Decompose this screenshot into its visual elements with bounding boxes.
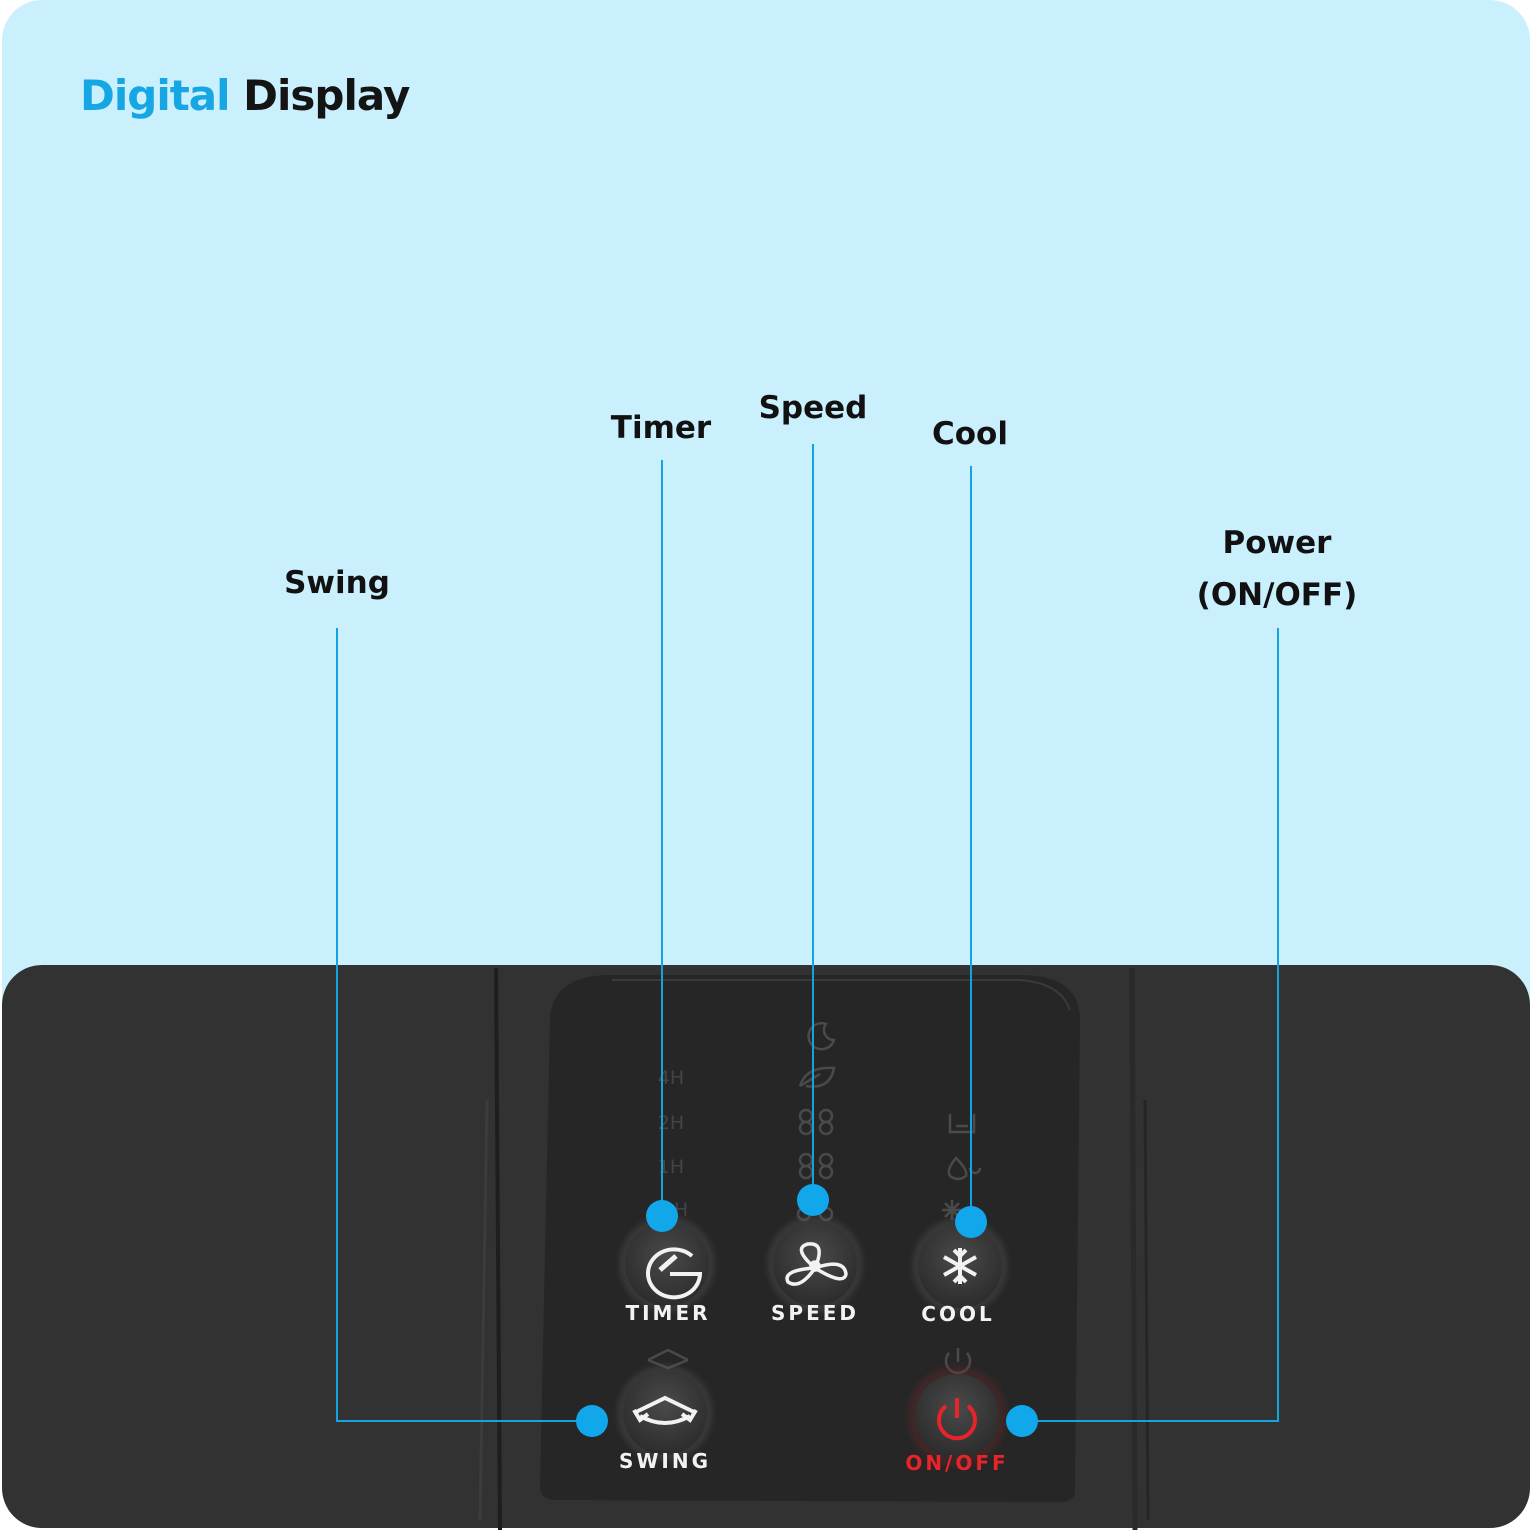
swing-pointer-dot (576, 1405, 608, 1437)
callout-swing: Swing (284, 565, 390, 601)
callout-power-onoff: (ON/OFF) (1196, 577, 1358, 613)
page-title: Digital Display (80, 70, 410, 122)
speed-button-label: SPEED (771, 1301, 859, 1325)
swing-leader-line (336, 628, 592, 1422)
cool-button[interactable] (912, 1218, 1008, 1314)
swing-arrows-icon (632, 1395, 698, 1425)
callout-cool: Cool (932, 416, 1008, 452)
timer-level-2h: 2H (658, 1112, 684, 1134)
swing-button[interactable] (617, 1365, 713, 1461)
timer-button[interactable] (619, 1216, 715, 1312)
title-accent-word: Digital (80, 71, 231, 120)
callout-power: Power (1222, 525, 1332, 561)
power-button[interactable] (907, 1366, 1007, 1466)
onoff-button-label: ON/OFF (905, 1451, 1008, 1475)
water-tank-icon (948, 1114, 976, 1134)
cool-indicator-snowflake-icon (942, 1200, 962, 1220)
cool-button-label: COOL (921, 1302, 994, 1326)
timer-gauge-icon (646, 1247, 703, 1300)
power-leader-line (1022, 628, 1279, 1422)
eco-leaf-icon (798, 1066, 836, 1088)
fan-icon (785, 1242, 848, 1286)
callout-timer: Timer (610, 410, 712, 446)
title-word: Display (243, 71, 410, 120)
snowflake-icon (943, 1248, 977, 1284)
cool-pointer-dot (955, 1206, 987, 1238)
timer-level-4h: 4H (658, 1067, 684, 1089)
timer-level-1h: 1H (658, 1156, 684, 1178)
speed-pointer-dot (797, 1184, 829, 1216)
timer-pointer-dot (646, 1200, 678, 1232)
power-pointer-dot (1006, 1405, 1038, 1437)
swing-button-label: SWING (619, 1449, 711, 1473)
speed-button[interactable] (767, 1216, 863, 1312)
fan-medium-icon (798, 1152, 834, 1180)
timer-button-label: TIMER (625, 1301, 710, 1325)
power-icon (937, 1398, 977, 1441)
callout-speed: Speed (758, 390, 868, 426)
